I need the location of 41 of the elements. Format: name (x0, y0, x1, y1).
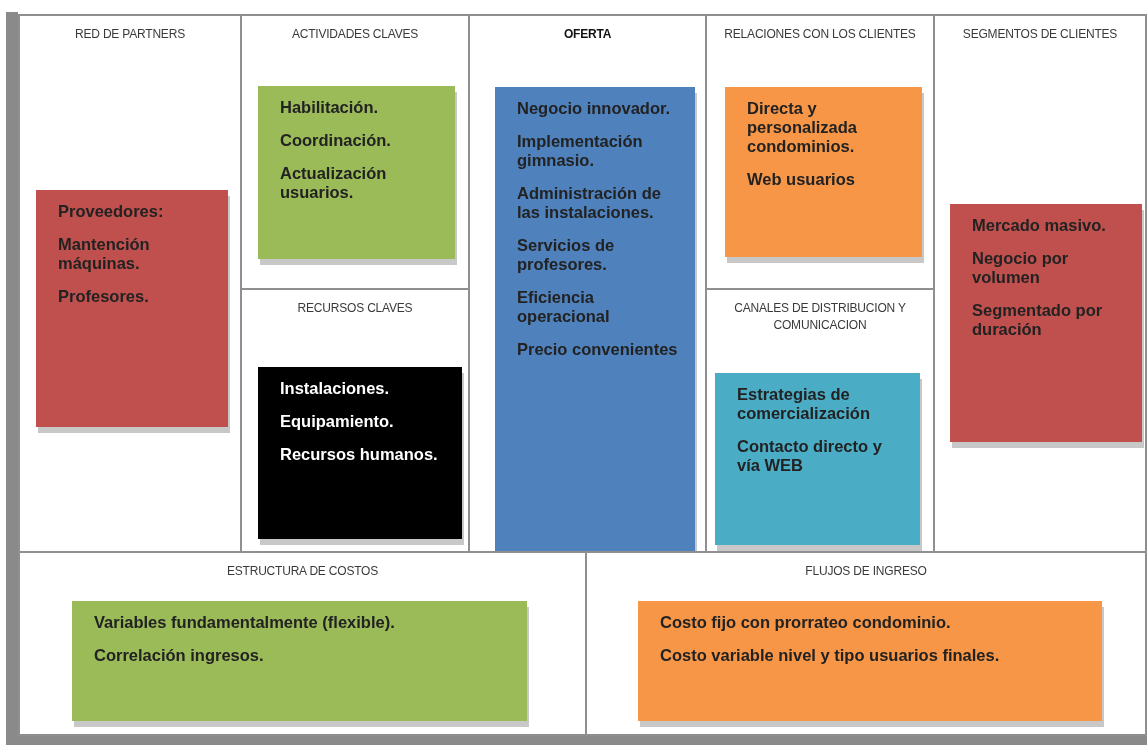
canvas-section (933, 14, 1147, 553)
note-text: Actualización usuarios. (280, 164, 388, 202)
note-text: Web usuarios (747, 170, 855, 189)
note-text: Profesores. (58, 287, 149, 306)
section-heading: ACTIVIDADES CLAVES (291, 26, 419, 43)
note-text: Negocio innovador. (517, 99, 671, 118)
section-heading: RECURSOS CLAVES (297, 300, 413, 317)
note-text: Estrategias de comercialización (737, 385, 871, 423)
note-text: Equipamiento. (280, 412, 394, 431)
note-text: Mercado masivo. (972, 216, 1106, 235)
canvas-section (18, 551, 587, 736)
note-text: Directa y personalizada condominios. (747, 99, 859, 156)
section-heading: CANALES DE DISTRIBUCION Y COMUNICACION (733, 300, 907, 334)
section-heading: OFERTA (563, 26, 612, 43)
note-text: Costo variable nivel y tipo usuarios finales. (660, 646, 1000, 665)
canvas-section (468, 14, 707, 553)
note-text: Implementación gimnasio. (517, 132, 644, 170)
note-card (495, 87, 695, 553)
note-text: Instalaciones. (280, 379, 390, 398)
canvas-section (585, 551, 1147, 736)
section-heading: SEGMENTOS DE CLIENTES (962, 26, 1118, 43)
note-text: Recursos humanos. (280, 445, 438, 464)
note-text: Costo fijo con prorrateo condominio. (660, 613, 951, 632)
note-text: Correlación ingresos. (94, 646, 264, 665)
note-text: Negocio por volumen (972, 249, 1070, 287)
note-text: Servicios de profesores. (517, 236, 616, 274)
note-text: Proveedores: (58, 202, 164, 221)
section-heading: ESTRUCTURA DE COSTOS (226, 563, 379, 580)
note-text: Eficiencia operacional (517, 288, 611, 326)
note-text: Coordinación. (280, 131, 391, 150)
note-text: Contacto directo y vía WEB (737, 437, 883, 475)
note-text: Variables fundamentalmente (flexible). (94, 613, 395, 632)
note-text: Habilitación. (280, 98, 379, 117)
note-text: Segmentado por duración (972, 301, 1104, 339)
section-heading: FLUJOS DE INGRESO (805, 563, 927, 580)
note-text: Precio convenientes (517, 340, 678, 359)
section-heading: RED DE PARTNERS (75, 26, 185, 43)
section-heading: RELACIONES CON LOS CLIENTES (724, 26, 916, 43)
note-text: Mantención máquinas. (58, 235, 151, 273)
note-text: Administración de las instalaciones. (517, 184, 662, 222)
canvas-section (18, 14, 242, 553)
